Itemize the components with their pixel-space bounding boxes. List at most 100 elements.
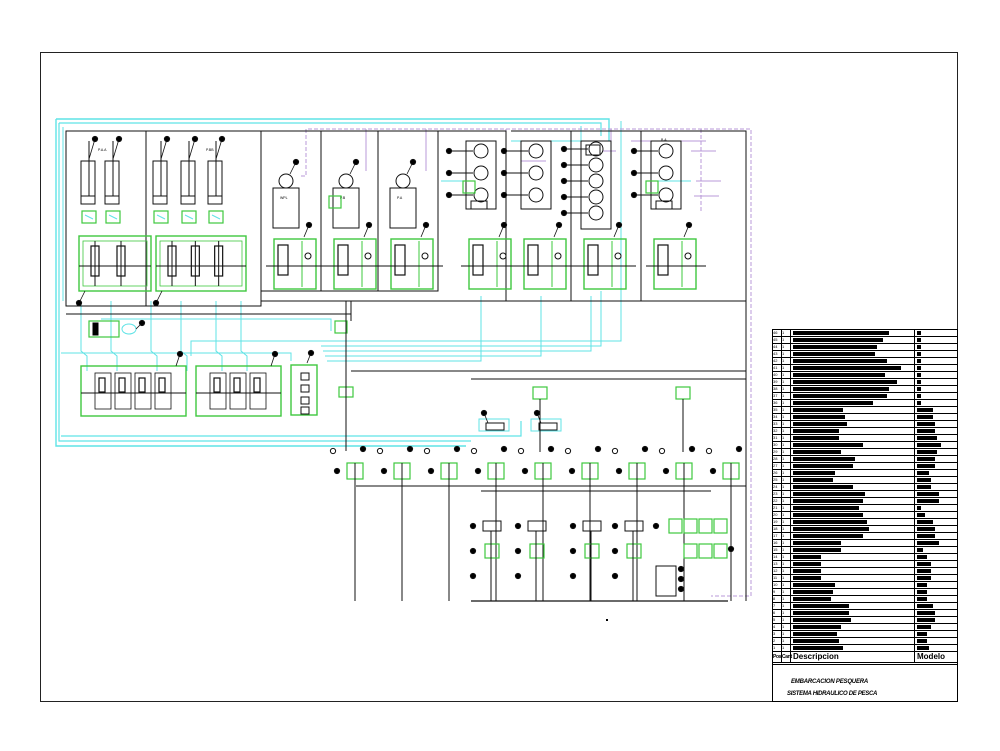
row-qty: 1 <box>782 435 791 441</box>
row-qty: 1 <box>782 540 791 546</box>
row-qty: 1 <box>782 365 791 371</box>
item-balloon-icon <box>547 445 555 453</box>
item-balloon-icon <box>611 547 619 555</box>
row-model <box>915 428 957 434</box>
row-desc <box>791 519 915 525</box>
pump-symbol <box>92 322 99 336</box>
row-qty: 1 <box>782 470 791 476</box>
item-balloon-icon <box>75 299 83 307</box>
model-text-block <box>917 561 931 566</box>
hydraulic-motor-icon <box>658 165 674 181</box>
check-valve-symbol <box>156 214 166 220</box>
valve-section <box>94 372 112 410</box>
row-model <box>915 561 957 567</box>
row-desc <box>791 379 915 385</box>
item-balloon-icon <box>406 445 414 453</box>
row-model <box>915 358 957 364</box>
row-model <box>915 463 957 469</box>
hydraulic-cylinder <box>80 160 96 197</box>
sequence-valve <box>300 406 310 415</box>
row-qty: 1 <box>782 575 791 581</box>
model-text-block <box>917 596 927 601</box>
item-balloon-icon <box>568 467 576 475</box>
desc-text-block <box>793 512 863 517</box>
item-balloon-icon <box>560 177 568 185</box>
desc-text-block <box>793 414 845 419</box>
desc-text-block <box>793 596 831 601</box>
row-pos: 2 <box>773 638 782 644</box>
motor-housing <box>272 187 300 229</box>
item-balloon-icon <box>630 169 638 177</box>
row-qty: 1 <box>782 463 791 469</box>
row-model <box>915 421 957 427</box>
pilot-line <box>150 301 158 371</box>
row-pos: 31 <box>773 435 782 441</box>
pilot-line <box>325 296 542 357</box>
row-model <box>915 337 957 343</box>
model-text-block <box>917 358 921 363</box>
model-text-block <box>917 344 921 349</box>
row-pos: 37 <box>773 393 782 399</box>
model-text-block <box>917 365 921 370</box>
desc-text-block <box>793 582 835 587</box>
hydraulic-motor-icon <box>528 165 544 181</box>
row-desc <box>791 477 915 483</box>
row-qty: 1 <box>782 491 791 497</box>
desc-text-block <box>793 526 869 531</box>
row-model <box>915 624 957 630</box>
row-qty: 1 <box>782 393 791 399</box>
row-desc <box>791 400 915 406</box>
row-pos: 41 <box>773 365 782 371</box>
hydraulic-motor-icon <box>588 141 604 157</box>
pilot-line <box>80 301 88 371</box>
desc-text-block <box>793 533 863 538</box>
relief-valve-icon <box>614 252 622 260</box>
valve-section <box>229 372 247 410</box>
item-balloon-icon <box>380 467 388 475</box>
item-balloon-icon <box>560 145 568 153</box>
item-balloon-icon <box>560 161 568 169</box>
row-qty: 1 <box>782 533 791 539</box>
row-pos: 21 <box>773 505 782 511</box>
model-text-block <box>917 582 927 587</box>
desc-text-block <box>793 589 833 594</box>
drawing-title-line-1: EMBARCACION PESQUERA <box>791 679 869 685</box>
pilot-loop <box>478 418 510 432</box>
cylinder-group-label: P.A.A <box>98 148 107 152</box>
manifold-valve <box>668 518 683 534</box>
item-balloon-icon <box>115 135 123 143</box>
motor-housing <box>520 140 552 210</box>
accumulator-icon <box>121 323 137 335</box>
model-text-block <box>917 470 929 475</box>
item-balloon-icon <box>176 350 184 358</box>
row-desc <box>791 582 915 588</box>
row-model <box>915 456 957 462</box>
item-balloon-icon <box>445 147 453 155</box>
row-model <box>915 519 957 525</box>
desc-text-block <box>793 638 839 643</box>
row-pos: 9 <box>773 589 782 595</box>
desc-text-block <box>793 330 889 335</box>
row-qty: 1 <box>782 554 791 560</box>
directional-valve <box>138 377 146 393</box>
hydraulic-cylinder <box>104 160 120 197</box>
directional-valve <box>472 244 484 276</box>
row-qty: 1 <box>782 624 791 630</box>
model-text-block <box>917 337 921 342</box>
item-balloon-icon <box>594 445 602 453</box>
row-model <box>915 414 957 420</box>
row-pos: 45 <box>773 337 782 343</box>
check-valve-frame <box>328 195 342 209</box>
